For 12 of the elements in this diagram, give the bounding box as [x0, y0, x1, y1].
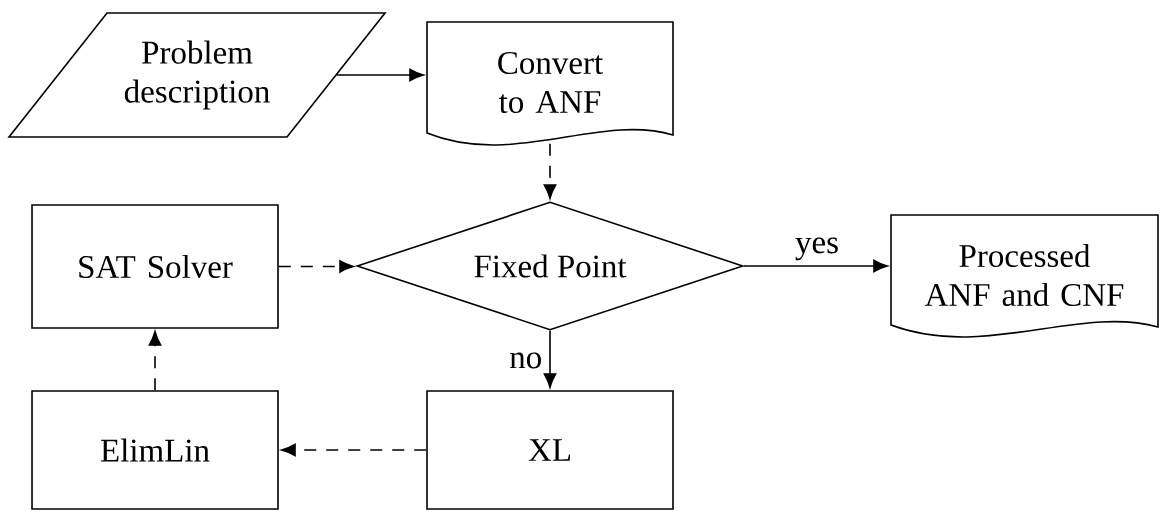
arrow	[543, 143, 557, 199]
arrow	[543, 330, 557, 388]
process-box: SAT Solver	[31, 204, 279, 329]
arrow	[743, 259, 888, 273]
edge-label: no	[509, 352, 541, 369]
edge-label: yes	[795, 237, 838, 261]
arrow	[281, 443, 427, 457]
arrow	[336, 68, 424, 82]
arrow	[148, 331, 162, 391]
arrow	[278, 260, 354, 273]
process-box: XL	[426, 390, 674, 510]
process-box: ElimLin	[31, 390, 279, 510]
